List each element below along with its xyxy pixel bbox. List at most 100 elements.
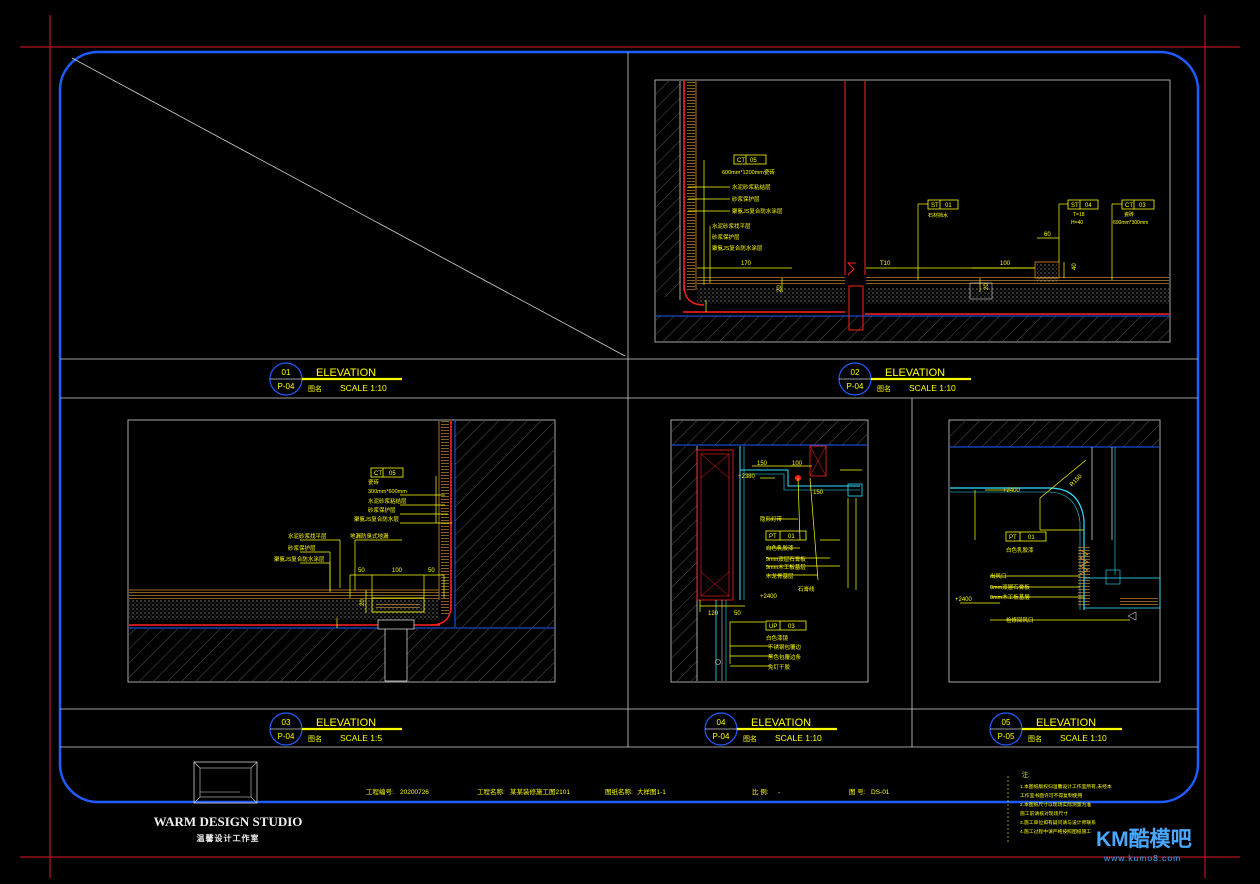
title-field-value: 20200726 (400, 789, 429, 796)
panel-number: 01 (282, 368, 291, 377)
d04-tag2-code: UP (769, 624, 777, 630)
d02-tag-b-num: 01 (945, 203, 952, 209)
panel-subtitle: 图名 (308, 384, 322, 393)
panel-sheet: P-04 (278, 732, 295, 741)
studio-logo (193, 761, 258, 804)
d03-note-l1: 砂浆保护层 (288, 544, 316, 552)
d03-dim-2: 50 (428, 568, 435, 574)
d04-side-note-1: 石膏线 (798, 585, 815, 593)
studio-name: WARM DESIGN STUDIO (154, 814, 303, 829)
watermark-brand: KM酷模吧 (1096, 827, 1192, 851)
d03-drain-note: 地漏防臭式地漏 (350, 532, 389, 540)
d03-dim-0: 50 (358, 568, 365, 574)
panel-title: ELEVATION (316, 717, 376, 729)
title-note-line: 2.本图纸尺寸以现场实际测量为准 (1020, 801, 1091, 808)
title-field-value: DS-01 (871, 789, 890, 796)
d03-dim-1: 100 (392, 568, 403, 574)
d02-tag-d-note2: 600mm*300mm (1113, 220, 1148, 226)
d04-dim-2: 150 (813, 490, 824, 496)
d02-tag-d-num: 03 (1139, 203, 1146, 209)
d05-dim-2: +2400 (955, 597, 973, 603)
d02-tag-d-code: CT (1125, 203, 1133, 209)
drawing-05: PT 01 白色乳胶漆 出风口 9mm双层石膏板 9mm木工板基层 检修回风口 … (948, 419, 1161, 683)
panel-number: 05 (1002, 718, 1011, 727)
d02-tag-c-note2: H=40 (1071, 220, 1083, 226)
d03-tag-num: 05 (389, 471, 396, 477)
d02-note-3: 水泥砂浆找平层 (712, 222, 751, 230)
title-note-line: 3.施工单位如有疑问请与设计师联系 (1020, 819, 1096, 826)
d03-tag-code: CT (374, 471, 382, 477)
title-note-line: 1.本图纸版权归温馨设计工作室所有,未经本 (1020, 783, 1112, 790)
d03-note-r0: 瓷砖 (368, 478, 380, 486)
panel-sheet: P-04 (847, 382, 864, 391)
panel-subtitle: 图名 (308, 734, 322, 743)
d03-note-r2: 水泥砂浆粘结层 (368, 497, 407, 505)
title-field-label: 工程编号: (366, 787, 394, 796)
d02-tag-a-note: 600mm*1200mm瓷砖 (722, 168, 775, 176)
panel-scale: SCALE 1:10 (775, 733, 822, 743)
d05-dim-1: +2400 (1003, 488, 1021, 494)
panel-sheet: P-05 (998, 732, 1015, 741)
panel-sheet: P-04 (278, 382, 295, 391)
title-note-line: 工作室书面许可不得复制使用 (1020, 792, 1083, 799)
d02-dim-6: 40 (1072, 263, 1078, 270)
title-field-label: 比 例: (752, 787, 769, 796)
d05-tag-code: PT (1009, 535, 1017, 541)
d02-tag-a-code: CT (737, 158, 745, 164)
d04-tag2-note: 白色漆镜 (766, 634, 789, 642)
d04-side-note-0: 隐形灯带 (760, 515, 783, 523)
d04-dim-1: 100 (792, 461, 803, 467)
panel-subtitle: 图名 (743, 734, 757, 743)
d02-note-1: 砂浆保护层 (732, 195, 760, 203)
panel-title: ELEVATION (751, 717, 811, 729)
d03-dim-3: 20 (360, 599, 366, 606)
panel-label-04: 04P-04 ELEVATION 图名 SCALE 1:10 (704, 712, 837, 746)
d02-dim-3: 20 (777, 285, 783, 292)
title-field-value: 某某装修施工图2101 (510, 787, 570, 796)
d05-tag-note: 白色乳胶漆 (1006, 546, 1034, 554)
d04-dim-6: +2380 (738, 474, 756, 480)
d04-note-m1: 9mm木工板基层 (766, 563, 806, 571)
title-note-line: 施工前请核对现场尺寸 (1020, 810, 1068, 817)
d03-note-r4: 聚氨JS复合防水层 (354, 515, 399, 523)
crop-marks (20, 15, 1240, 878)
d03-note-r3: 砂浆保护层 (368, 506, 396, 514)
d02-note-5: 聚氨JS复合防水涂层 (712, 244, 763, 252)
d02-dim-2: 100 (1000, 261, 1011, 267)
panel-subtitle: 图名 (1028, 734, 1042, 743)
d05-note-2: 9mm木工板基层 (990, 593, 1030, 601)
panel-scale: SCALE 1:10 (1060, 733, 1107, 743)
studio-name-cn: 温馨设计工作室 (197, 833, 260, 843)
panel-title: ELEVATION (316, 367, 376, 379)
drawing-03: CT 05 瓷砖 300mm*600mm 水泥砂浆粘结层 砂浆保护层 聚氨JS复… (127, 419, 556, 683)
d04-dim-4: 50 (734, 611, 741, 617)
d04-note-b1: 黑色包覆边条 (768, 653, 802, 661)
d04-tag1-num: 01 (788, 534, 795, 540)
d02-tag-b-note: 石材挡水 (928, 212, 948, 219)
d02-note-0: 水泥砂浆粘结层 (732, 183, 771, 191)
panel-sheet: P-04 (713, 732, 730, 741)
d02-tag-b-code: ST (931, 203, 939, 209)
d02-tag-c-num: 04 (1085, 203, 1092, 209)
title-field-label: 工程名称: (477, 787, 505, 796)
d02-dim-1: T10 (880, 261, 891, 267)
panel-number: 04 (717, 718, 726, 727)
d02-dim-0: 170 (741, 261, 752, 267)
d04-dim-5: +2400 (760, 594, 778, 600)
d04-dim-0: 150 (757, 461, 768, 467)
sheet-border (58, 50, 1200, 804)
d04-tag1-note: 白色乳胶漆 (766, 544, 794, 552)
d02-tag-a-num: 05 (750, 158, 757, 164)
d04-dim-3: 120 (708, 611, 719, 617)
title-field-value: - (778, 789, 780, 796)
d04-tag2-num: 03 (788, 624, 795, 630)
d05-dim-0: R150 (1069, 473, 1084, 488)
title-field-label: 图 号: (849, 788, 866, 796)
panel-scale: SCALE 1:10 (340, 383, 387, 393)
d05-tag-num: 01 (1028, 535, 1035, 541)
panel-subtitle: 图名 (877, 384, 891, 393)
